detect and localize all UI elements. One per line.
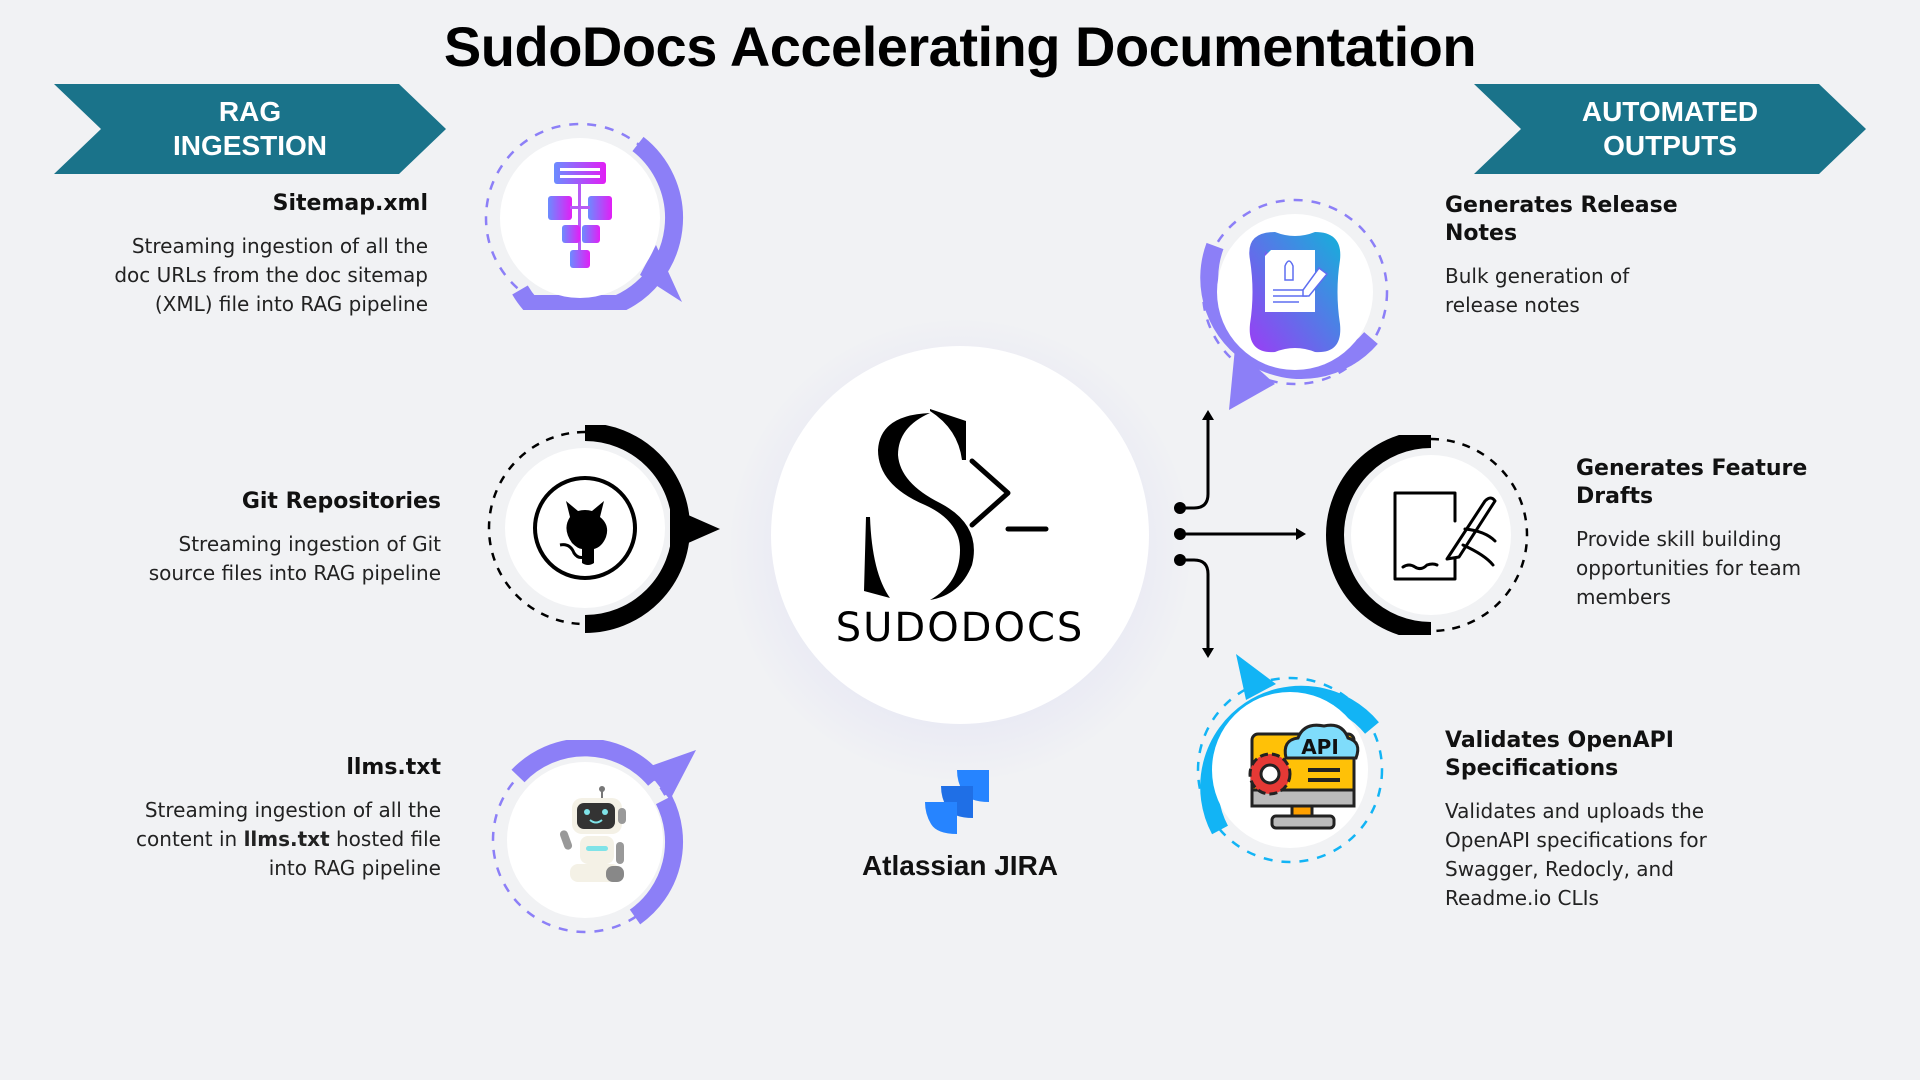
input-title: Git Repositories bbox=[241, 489, 441, 514]
dashed-ring bbox=[1196, 676, 1384, 864]
llms-node bbox=[491, 740, 696, 934]
jira-label: Atlassian JIRA bbox=[861, 850, 1059, 881]
output-description: Validates and uploads the OpenAPI specif… bbox=[1445, 799, 1707, 910]
sudodocs-logo-icon bbox=[864, 409, 1049, 600]
release-notes-node bbox=[1200, 198, 1389, 410]
output-title: Generates Feature Drafts bbox=[1576, 456, 1808, 509]
connector-feature-drafts bbox=[1174, 528, 1306, 540]
output-connectors bbox=[1174, 410, 1306, 658]
output-release-notes-text: Generates Release Notes Bulk generation … bbox=[1445, 192, 1705, 320]
speech-tail bbox=[640, 245, 682, 302]
github-icon bbox=[533, 476, 637, 580]
ring-arc bbox=[511, 740, 683, 925]
input-sitemap-text: Sitemap.xml Streaming ingestion of all t… bbox=[110, 190, 428, 319]
banner-arrow-shape bbox=[54, 84, 446, 174]
robot-icon bbox=[559, 786, 626, 882]
dashed-ring bbox=[487, 430, 586, 626]
output-openapi-text: Validates OpenAPI Specifications Validat… bbox=[1445, 727, 1735, 913]
input-llms-text: llms.txt Streaming ingestion of all the … bbox=[110, 754, 441, 883]
ring-arc bbox=[512, 136, 683, 310]
input-description: Streaming ingestion of all the doc URLs … bbox=[114, 234, 428, 316]
jira-icon bbox=[925, 770, 989, 834]
openapi-node: API bbox=[1196, 654, 1384, 864]
page-title: SudoDocs Accelerating Documentation bbox=[443, 15, 1477, 78]
sudodocs-wordmark: SUDODOCS bbox=[835, 605, 1085, 651]
input-title: Sitemap.xml bbox=[272, 191, 428, 216]
input-description: Streaming ingestion of all the content i… bbox=[136, 798, 441, 880]
feature-drafts-node bbox=[1326, 435, 1529, 635]
banner-label: AUTOMATED OUTPUTS bbox=[1581, 96, 1759, 161]
ring-arc bbox=[1326, 435, 1432, 635]
banner-arrow-shape bbox=[1474, 84, 1866, 174]
speech-tail bbox=[670, 507, 720, 551]
llms-filename: llms.txt bbox=[243, 827, 330, 851]
openapi-icon: API bbox=[1248, 723, 1360, 830]
release-notes-icon bbox=[1249, 232, 1341, 353]
dashed-ring bbox=[1430, 437, 1529, 633]
git-node bbox=[487, 425, 720, 633]
output-title: Generates Release Notes bbox=[1445, 193, 1678, 246]
speech-tail bbox=[1236, 654, 1276, 700]
connector-release-notes bbox=[1174, 410, 1214, 514]
feature-draft-icon bbox=[1393, 491, 1497, 581]
sitemap-icon bbox=[548, 162, 612, 268]
connector-openapi bbox=[1174, 554, 1214, 658]
sitemap-node bbox=[484, 122, 683, 310]
speech-tail bbox=[1229, 348, 1275, 410]
input-description: Streaming ingestion of Git source files … bbox=[148, 532, 441, 585]
output-feature-drafts-text: Generates Feature Drafts Provide skill b… bbox=[1576, 455, 1826, 612]
banner-label: RAG INGESTION bbox=[172, 96, 327, 161]
api-icon-text: API bbox=[1301, 735, 1339, 759]
speech-tail bbox=[645, 750, 696, 800]
automated-outputs-banner: AUTOMATED OUTPUTS bbox=[1474, 84, 1866, 174]
input-git-text: Git Repositories Streaming ingestion of … bbox=[110, 488, 441, 588]
output-description: Bulk generation of release notes bbox=[1445, 264, 1630, 317]
input-title: llms.txt bbox=[346, 755, 441, 780]
rag-ingestion-banner: RAG INGESTION bbox=[54, 84, 446, 174]
output-title: Validates OpenAPI Specifications bbox=[1445, 728, 1674, 781]
output-description: Provide skill building opportunities for… bbox=[1576, 527, 1802, 609]
